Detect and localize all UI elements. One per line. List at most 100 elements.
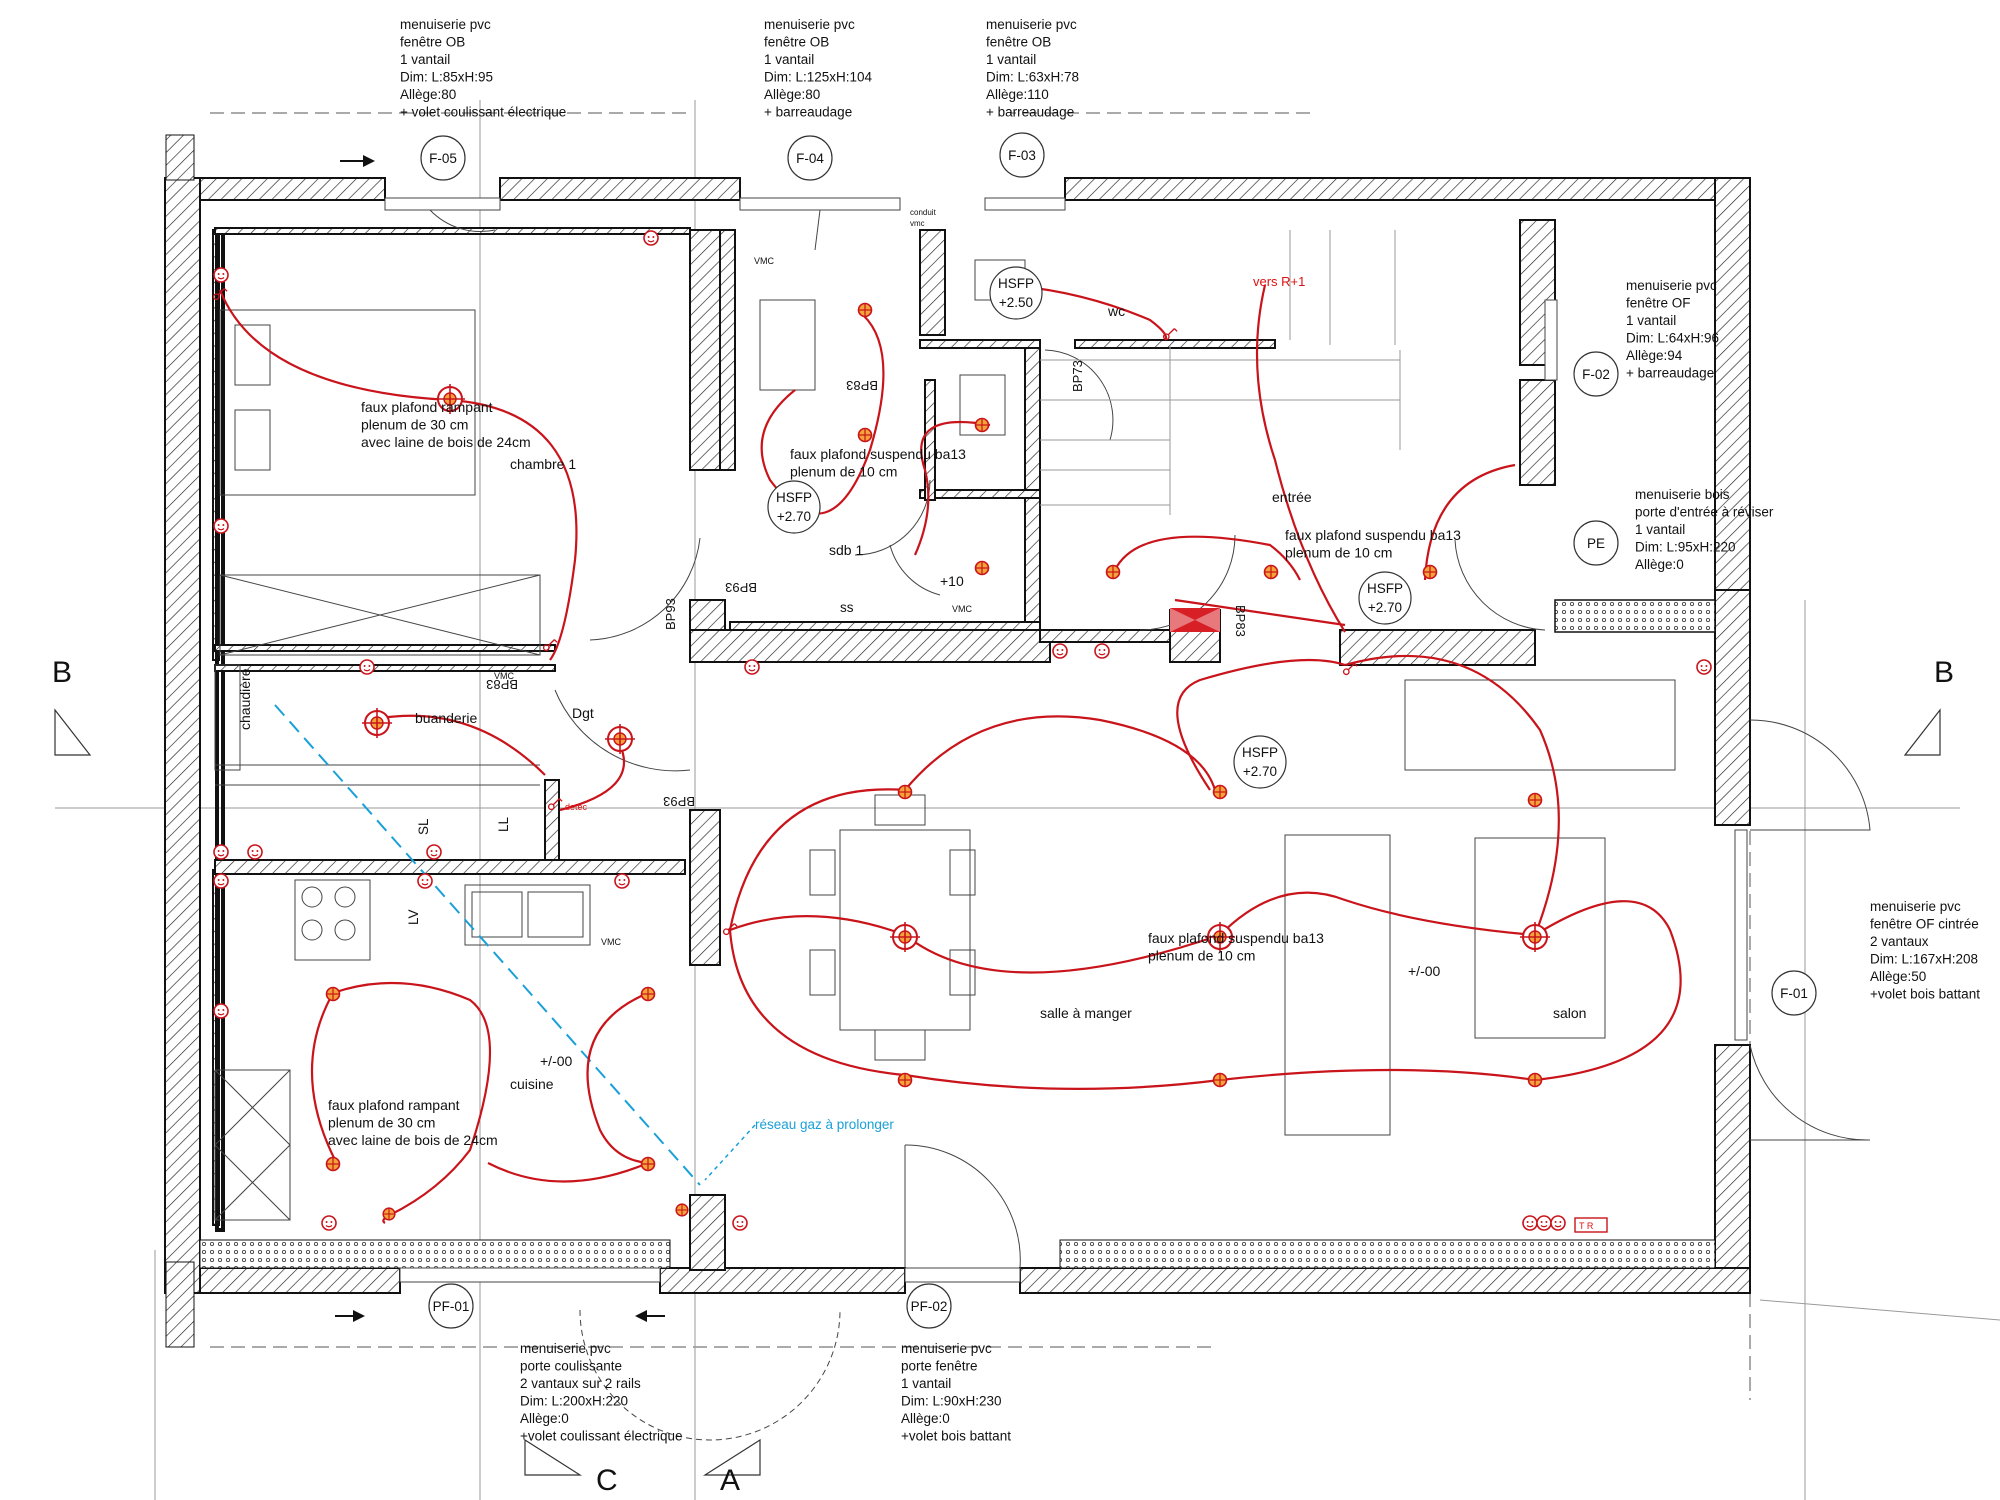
window-note-line: Allège:80 [764,87,820,102]
window-tag-f04: F-04 [796,151,824,166]
window-note-line: 1 vantail [1635,522,1685,537]
ceiling-note-sejour: plenum de 10 cm [1148,948,1255,964]
window-note-line: Allège:110 [986,87,1049,102]
ceiling-note-chambre: avec laine de bois de 24cm [361,434,531,450]
room-salon: salon [1553,1005,1586,1021]
vmc-label-3: VMC [601,937,622,947]
ll-label: LL [496,816,511,832]
arrows [335,155,665,1322]
ceiling-note-chambre: faux plafond rampant [361,399,493,415]
section-c: C [596,1464,618,1497]
window-note-line: Allège:94 [1626,348,1683,363]
gas-note: réseau gaz à prolonger [755,1117,894,1132]
window-tag-pe: PE [1587,536,1605,551]
ceiling-note-cuisine: plenum de 30 cm [328,1115,435,1131]
window-tag-pf02: PF-02 [911,1299,948,1314]
vmc-label-2: VMC [952,604,973,614]
window-note-line: menuiserie pvc [1870,899,1961,914]
window-tag-f03: F-03 [1008,148,1036,163]
window-tag-f05: F-05 [429,151,457,166]
window-note-line: Dim: L:167xH:208 [1870,952,1978,967]
ceiling-note-cuisine: avec laine de bois de 24cm [328,1132,498,1148]
sl-label: SL [416,818,431,835]
room-sdb: sdb 1 [829,542,863,558]
section-b-right: B [1934,656,1954,689]
window-note-line: fenêtre OF [1626,296,1691,311]
ceiling-note-entree: plenum de 10 cm [1285,545,1392,561]
window-note-line: 1 vantail [901,1376,951,1391]
bp-label-3: BP93 [663,598,678,630]
window-note-line: fenêtre OB [764,35,829,50]
openings [384,197,1871,1441]
ceiling-note-sdb: faux plafond suspendu ba13 [790,446,966,462]
bp-label-7: BP83 [486,677,518,692]
bp-label-2: BP73 [1070,360,1085,392]
window-note-line: Dim: L:85xH:95 [400,70,493,85]
window-note-line: fenêtre OB [400,35,465,50]
conduit-label: conduit [910,208,937,217]
height-wc-value: +2.50 [999,295,1033,310]
window-note-line: porte fenêtre [901,1359,978,1374]
ceiling-note-cuisine: faux plafond rampant [328,1097,460,1113]
window-note-line: Dim: L:125xH:104 [764,70,873,85]
window-note-line: menuiserie pvc [901,1341,992,1356]
height-sejour-value: +2.70 [1243,764,1277,779]
electrical-symbols [212,230,1712,1233]
window-note-line: + barreaudage [1626,366,1714,381]
window-note-line: fenêtre OF cintrée [1870,917,1979,932]
height-sdb-value: +2.70 [777,509,811,524]
exterior-walls [164,134,1751,1348]
window-note-line: menuiserie pvc [400,17,491,32]
window-note-line: +volet bois battant [1870,987,1980,1002]
window-note-line: 1 vantail [1626,313,1676,328]
bp-label-5: BP83 [1233,605,1248,637]
height-entree-label: HSFP [1367,581,1403,596]
window-note-line: Allège:50 [1870,969,1926,984]
window-note-line: Dim: L:200xH:220 [520,1394,628,1409]
gas-line [274,704,756,1186]
room-buanderie: buanderie [415,710,477,726]
ceiling-note-entree: faux plafond suspendu ba13 [1285,527,1461,543]
window-note-line: Allège:80 [400,87,456,102]
ceiling-note-chambre: plenum de 30 cm [361,417,468,433]
window-note-line: Allège:0 [1635,557,1684,572]
vmc-label-4: VMC [494,671,515,681]
level-sejour: +/-00 [1408,963,1441,979]
window-note-line: menuiserie pvc [764,17,855,32]
window-note-line: 2 vantaux [1870,934,1929,949]
window-tag-f02: F-02 [1582,367,1610,382]
window-tags [420,132,1817,1329]
window-note-line: porte d'entrée à réviser [1635,505,1774,520]
section-markers [54,708,1941,1476]
lv-label: LV [406,909,421,925]
window-note-line: 1 vantail [764,52,814,67]
room-salle: salle à manger [1040,1005,1132,1021]
room-chaudiere: chaudière [237,668,253,730]
window-note-line: + barreaudage [986,105,1074,120]
window-note-line: 1 vantail [400,52,450,67]
window-note-line: menuiserie pvc [1626,278,1717,293]
window-note-line: +volet bois battant [901,1429,1011,1444]
bp-label-4: BP93 [725,580,757,595]
tr-label: T R [1579,1221,1594,1231]
window-tag-f01: F-01 [1780,986,1808,1001]
ceiling-note-sejour: faux plafond suspendu ba13 [1148,930,1324,946]
window-note-line: porte coulissante [520,1359,622,1374]
window-note-line: Dim: L:90xH:230 [901,1394,1002,1409]
height-sdb-label: HSFP [776,490,812,505]
interior-walls [212,227,1536,1271]
detector-label: detec [565,802,588,812]
bp-label-6: BP93 [663,794,695,809]
window-note-line: fenêtre OB [986,35,1051,50]
window-tag-pf01: PF-01 [433,1299,470,1314]
room-dgt: Dgt [572,705,594,721]
room-entree: entrée [1272,489,1312,505]
stairs-furniture [214,230,1676,1221]
stairs-label: vers R+1 [1253,274,1305,289]
section-b-left: B [52,656,72,689]
window-note-line: menuiserie bois [1635,487,1730,502]
height-wc-label: HSFP [998,276,1034,291]
